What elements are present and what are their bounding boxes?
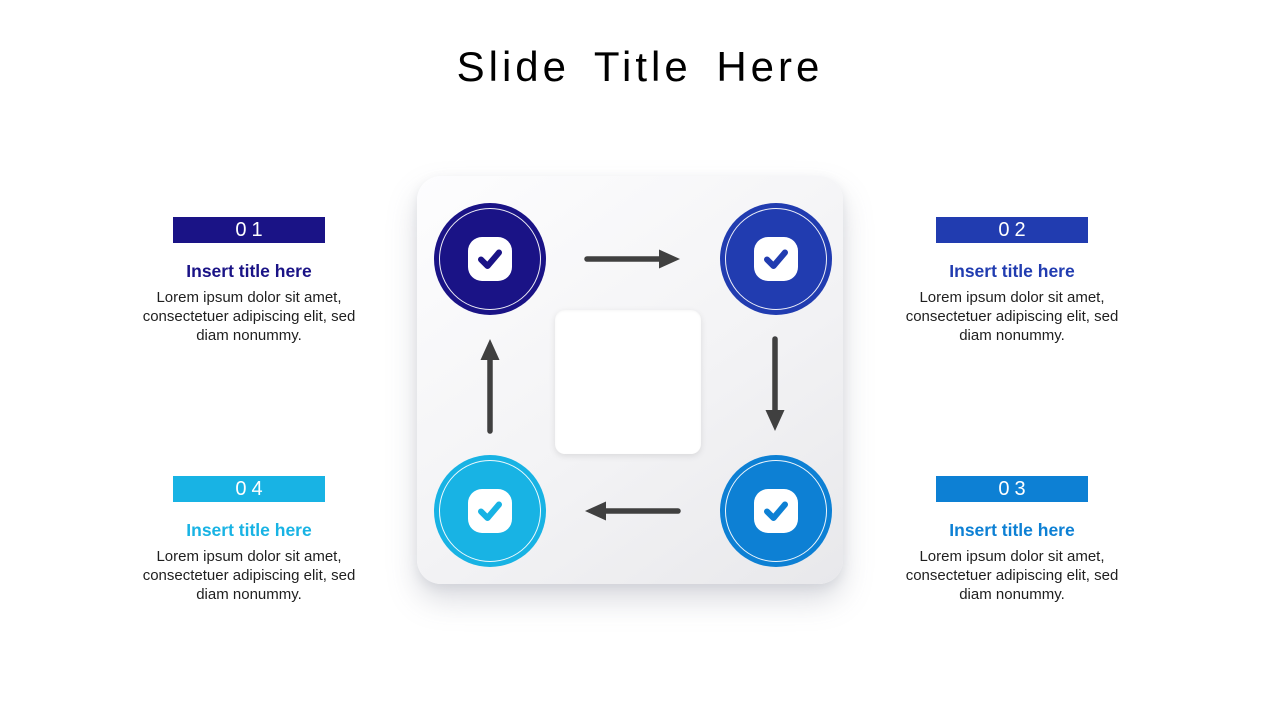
check-icon xyxy=(468,489,512,533)
center-placeholder-square xyxy=(555,310,701,454)
arrow-left-icon xyxy=(585,501,681,521)
step-number-badge: 01 xyxy=(173,217,325,243)
step-number-badge: 03 xyxy=(936,476,1088,502)
cycle-node-04 xyxy=(434,455,546,567)
step-number-badge: 02 xyxy=(936,217,1088,243)
step-description: Lorem ipsum dolor sit amet, consectetuer… xyxy=(142,289,356,344)
step-block-04: 04 Insert title here Lorem ipsum dolor s… xyxy=(129,476,369,604)
step-description: Lorem ipsum dolor sit amet, consectetuer… xyxy=(905,289,1119,344)
step-title: Insert title here xyxy=(186,520,312,540)
check-icon xyxy=(468,237,512,281)
check-icon xyxy=(754,489,798,533)
step-title: Insert title here xyxy=(949,261,1075,281)
step-block-03: 03 Insert title here Lorem ipsum dolor s… xyxy=(892,476,1132,604)
step-description: Lorem ipsum dolor sit amet, consectetuer… xyxy=(905,548,1119,603)
cycle-diagram-card xyxy=(417,176,843,584)
arrow-down-icon xyxy=(765,336,785,431)
step-title: Insert title here xyxy=(186,261,312,281)
step-block-01: 01 Insert title here Lorem ipsum dolor s… xyxy=(129,217,369,345)
step-number-badge: 04 xyxy=(173,476,325,502)
step-block-02: 02 Insert title here Lorem ipsum dolor s… xyxy=(892,217,1132,345)
check-icon xyxy=(754,237,798,281)
cycle-node-03 xyxy=(720,455,832,567)
cycle-node-01 xyxy=(434,203,546,315)
slide-title: Slide Title Here xyxy=(456,43,824,90)
arrow-right-icon xyxy=(584,249,680,269)
step-title: Insert title here xyxy=(949,520,1075,540)
cycle-arrows xyxy=(480,249,785,521)
cycle-node-02 xyxy=(720,203,832,315)
arrow-up-icon xyxy=(480,339,500,434)
step-description: Lorem ipsum dolor sit amet, consectetuer… xyxy=(142,548,356,603)
